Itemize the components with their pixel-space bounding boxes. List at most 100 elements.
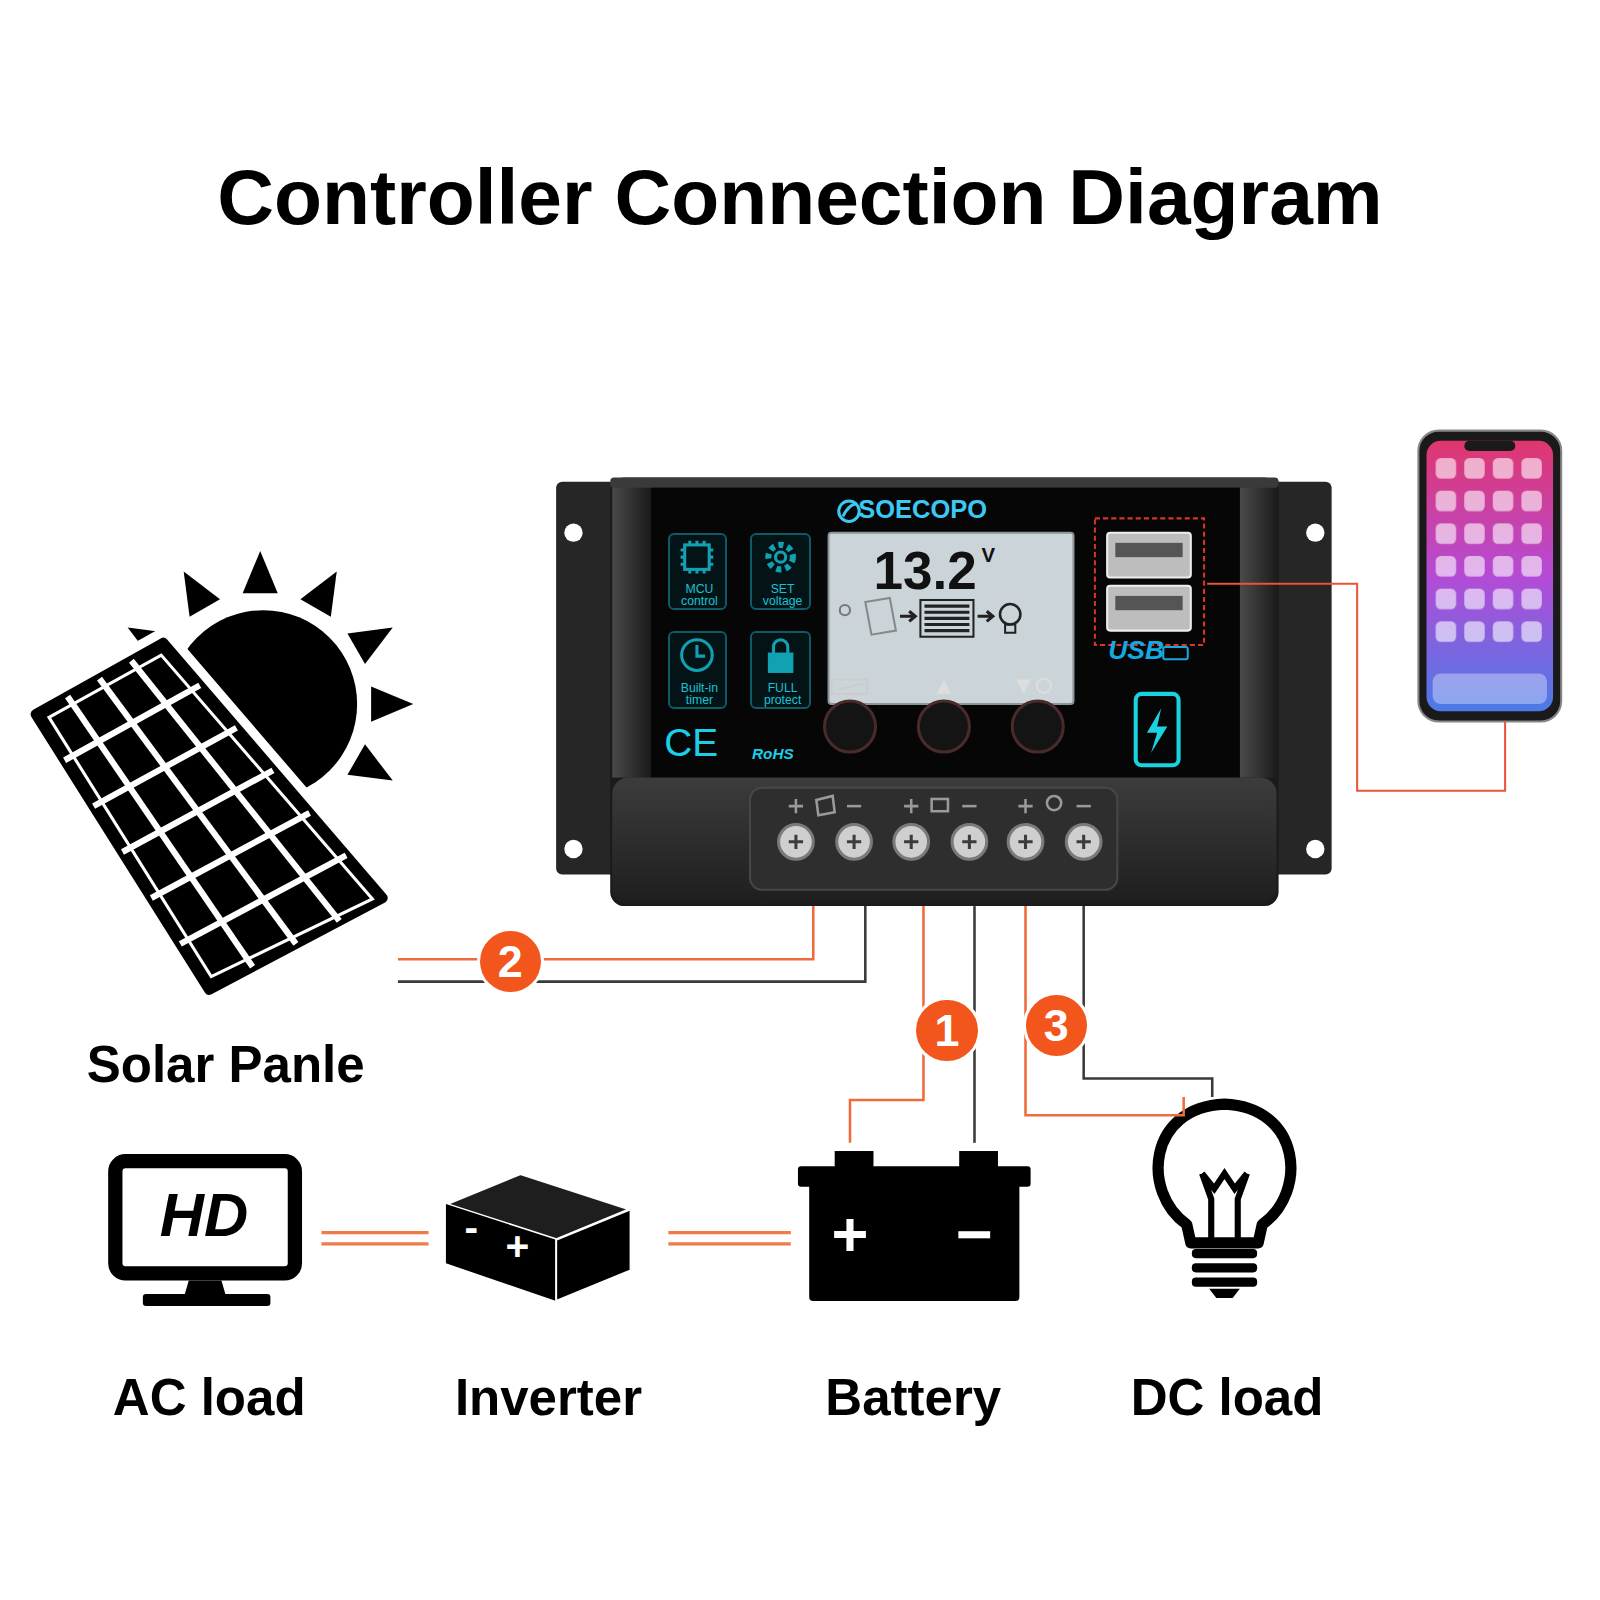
solar-panel-symbol [65,661,347,967]
usb-port [1163,647,1187,659]
terminal-marks [1018,799,1032,813]
terminal-marks [904,799,918,813]
controller-housing [556,478,1332,907]
controller-housing [612,482,651,778]
lcd-screen: 13.2V [829,533,1074,704]
lcd-panel [829,533,1074,704]
inverter-symbol [446,1204,556,1301]
logo-icon [839,501,859,521]
controller-housing [610,478,1278,907]
polarity-mark: + [502,1222,533,1271]
wire-connector [668,1233,790,1244]
bulb-symbol [1202,1173,1247,1242]
feature-box: FULL protect [750,631,811,710]
charge-controller: MCU control SET voltageBuilt-in timer FULL… [556,478,1332,907]
solar-panel-symbol [99,679,295,944]
component-label: AC load [97,1367,321,1428]
feature-label: Built-in timer [670,682,728,708]
monitor-symbol [115,1161,295,1306]
sun-symbol [243,551,278,593]
sun-symbol [184,572,220,617]
controller-housing [651,488,1240,779]
wire-line [1084,906,1213,1097]
bulb-symbol [1192,1278,1257,1287]
inverter: -+Inverter [429,1163,669,1423]
ce-mark: CE [664,720,746,767]
usb-port [1095,518,1204,645]
diagram-title: Controller Connection Diagram [0,150,1600,244]
terminal-marks [847,805,861,808]
terminal-marks [789,799,803,813]
control-button [1037,679,1051,693]
sun-symbol [347,744,392,780]
bulb-symbol [1158,1104,1291,1298]
mobile-phone [1433,455,1547,651]
logo-icon [843,504,857,516]
mobile-phone [1427,441,1554,711]
voltage-unit: V [982,543,1009,567]
lcd-panel [1000,604,1020,624]
polarity-mark: + [824,1197,875,1273]
brand-name: SOECOPO [858,494,1072,525]
inverter-symbol [446,1173,631,1301]
wire-line [1026,906,1184,1115]
bulb-symbol [1192,1263,1257,1272]
charging-icon [1136,694,1179,765]
feature-box: Built-in timer [668,631,726,710]
feature-box: SET voltage [750,533,811,611]
solar-panel-symbol [36,643,383,990]
monitor-symbol [115,1161,295,1273]
mobile-phone [1418,431,1561,722]
wire-line [398,906,865,982]
bulb-symbol [1158,1104,1291,1243]
terminal-marks [1047,796,1061,810]
component-label: Battery [791,1367,1036,1428]
battery-symbol [798,1151,1031,1301]
sun-symbol [300,572,336,617]
lcd-panel [924,606,969,630]
solar-panel-symbol [49,655,372,976]
lcd-panel [840,605,850,615]
component-label: DC load [1117,1367,1336,1428]
terminal-screw [779,824,1101,859]
usb-port [1115,596,1182,610]
sun-symbol [347,628,392,664]
callout-number: 2 [480,931,541,992]
callout-number: 1 [916,1000,977,1061]
usb-cable [1207,584,1505,791]
lcd-panel [978,611,993,621]
control-button [832,680,868,694]
mobile-phone [1433,673,1547,704]
controller-housing [750,788,1117,890]
wire-connector [398,906,865,982]
rohs-mark: RoHS [752,745,834,763]
charging-icon [1147,708,1167,753]
solar-panel-symbol [68,696,253,966]
lcd-panel [865,598,896,635]
terminal-marks [816,796,834,815]
lcd-panel [829,533,1074,704]
solar-panel-symbol [131,661,339,921]
controller-housing [564,523,582,541]
voltage-reading: 13.2 [873,539,985,603]
bulb-symbol [1209,1289,1240,1298]
wire-line [398,906,813,959]
terminal-marks [932,799,948,811]
controller-housing [564,840,582,858]
feature-label: MCU control [670,583,728,609]
bulb-symbol [1192,1249,1257,1258]
wire-line [850,906,923,1143]
wire-connector [321,1233,428,1244]
screen-text: HD [138,1179,271,1252]
terminal-marks [1077,805,1091,808]
terminal-screw [789,835,1091,849]
polarity-mark: − [949,1197,1000,1273]
charging-icon [1136,694,1179,765]
control-button [1016,680,1030,694]
control-button [1012,701,1063,752]
controller-housing [1240,482,1279,778]
monitor-symbol [143,1294,271,1306]
inverter-symbol [556,1209,630,1301]
wire-line [321,1231,428,1234]
